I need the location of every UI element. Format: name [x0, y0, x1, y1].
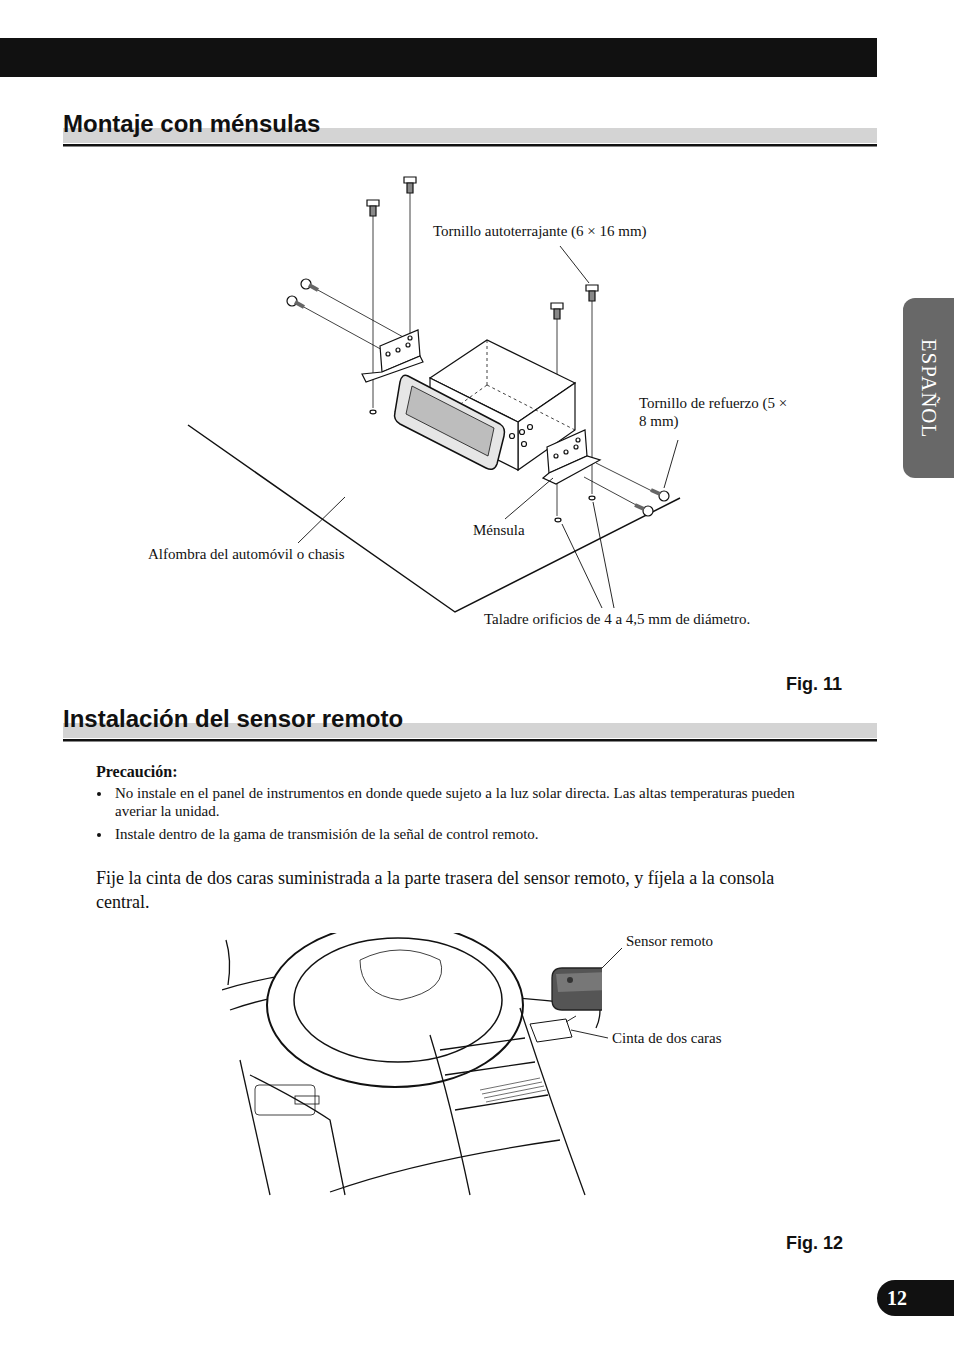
caution-heading: Precaución: — [96, 762, 177, 781]
heading-rule — [63, 144, 877, 147]
part-label: Ménsula — [473, 521, 525, 539]
part-label: Alfombra del automóvil o chasis — [148, 545, 345, 563]
page-number: 12 — [887, 1288, 907, 1308]
figure-number: Fig. 12 — [786, 1232, 843, 1254]
heading-rule — [63, 739, 877, 742]
section-heading: Instalación del sensor remoto — [63, 704, 403, 734]
caution-note: No instale en el panel de instrumentos e… — [115, 784, 805, 820]
part-label: Tornillo de refuerzo (5 × 8 mm) — [639, 394, 789, 430]
section-heading: Montaje con ménsulas — [63, 109, 320, 139]
part-label: Tornillo autoterrajante (6 × 16 mm) — [433, 222, 647, 240]
page-number-tab: 12 — [877, 1280, 954, 1316]
bullet-dot — [97, 833, 101, 837]
tab-label: ESPAÑOL — [918, 338, 939, 438]
figure-number: Fig. 11 — [786, 673, 842, 695]
part-label: Cinta de dos caras — [612, 1029, 722, 1047]
caution-note: Instale dentro de la gama de transmisión… — [115, 825, 805, 843]
bullet-dot — [97, 792, 101, 796]
car-interior-illustration — [222, 933, 602, 1195]
header-bar — [0, 38, 877, 77]
leader-lines — [566, 948, 622, 1038]
body-paragraph: Fije la cinta de dos caras suministrada … — [96, 866, 821, 914]
instruction-label: Taladre orificios de 4 a 4,5 mm de diáme… — [484, 610, 750, 628]
part-label: Sensor remoto — [626, 932, 713, 950]
language-tab: ESPAÑOL — [903, 298, 954, 478]
